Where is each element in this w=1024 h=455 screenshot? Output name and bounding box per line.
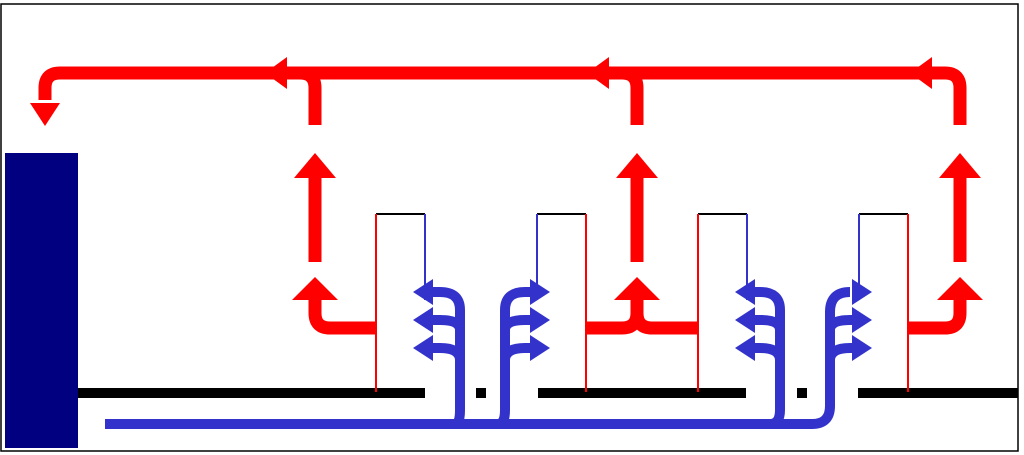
wall-block [5,153,78,448]
supply-arrow-2a [530,279,550,305]
return-flow [38,66,967,125]
supply-arrow-3a [735,279,755,305]
ground-line [78,388,1018,398]
riser-arrows [308,170,967,262]
supply-arrow-1a [413,279,433,305]
gap-marker-1 [476,388,486,398]
supply-arrow-4c [852,335,872,361]
supply-arrow-4a [852,279,872,305]
supply-arrow-3b [735,307,755,333]
supply-arrow-2b [530,307,550,333]
return-arrow-1 [265,57,287,89]
gap-marker-2 [797,388,807,398]
unit-outflow [308,300,967,335]
supply-arrowheads [413,279,872,361]
return-arrowheads [30,57,932,126]
outflow-arrowhead-1 [292,277,338,300]
return-branch-1 [299,66,322,125]
supply-arrow-1c [413,335,433,361]
return-arrow-2 [587,57,609,89]
return-arrow-down [30,103,60,126]
riser-arrowhead-2 [616,153,658,178]
riser-arrowhead-1 [294,153,336,178]
return-main-line [38,66,967,125]
supply-arrow-1b [413,307,433,333]
supply-flow [105,287,857,429]
outflow-arrowhead-2 [614,277,660,300]
supply-arrow-2c [530,335,550,361]
riser-arrowhead-3 [939,153,981,178]
supply-main-line [105,287,851,429]
outflow-arrowhead-3 [937,277,983,300]
return-arrow-3 [910,57,932,89]
supply-arrow-4b [852,307,872,333]
supply-arrow-3c [735,335,755,361]
return-branch-2 [621,66,644,125]
